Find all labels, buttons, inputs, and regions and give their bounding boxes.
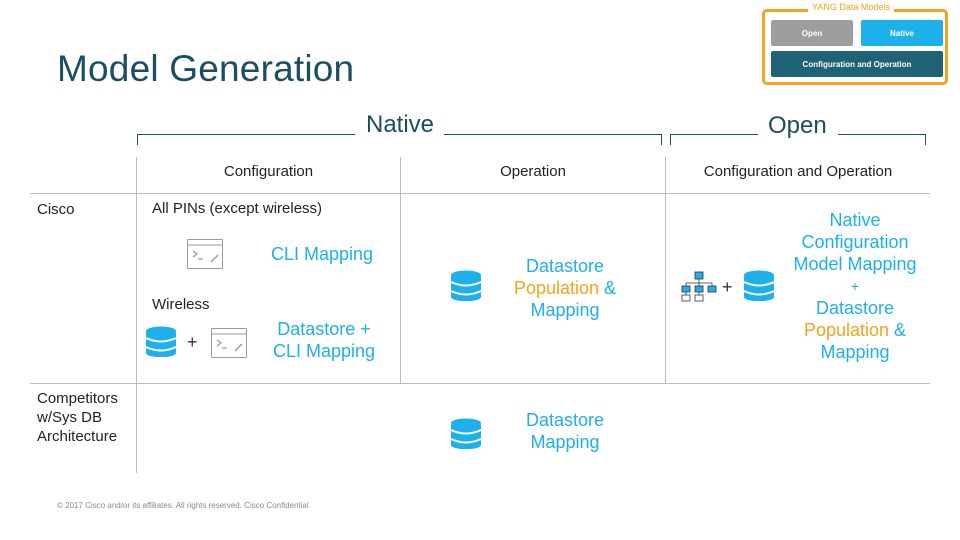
column-header-configuration: Configuration [223, 163, 314, 180]
database-icon [450, 418, 482, 449]
datastore-mapping-text: Datastore Mapping [525, 410, 605, 452]
cli-mapping-text: CLI Mapping [271, 244, 374, 264]
datastore-population-mapping-text: Datastore Population & Mapping [513, 256, 617, 320]
terminal-window-icon [187, 239, 223, 269]
plus-sign: + [187, 332, 198, 352]
native-config-model-mapping-text: Native Configuration Model Mapping + Dat… [793, 210, 917, 362]
legend-native-pill: Native [861, 20, 943, 46]
row-header-cisco: Cisco [37, 201, 75, 218]
column-header-config-and-operation: Configuration and Operation [703, 163, 893, 180]
row-header-competitors: Competitors w/Sys DB Architecture [37, 390, 118, 445]
footer-copyright: © 2017 Cisco and/or its affiliates. All … [57, 501, 309, 510]
open-bracket-label: Open [768, 112, 827, 139]
datastore-cli-mapping-text: Datastore + CLI Mapping [272, 319, 376, 361]
terminal-window-icon [211, 328, 247, 358]
all-pins-label: All PINs (except wireless) [152, 200, 323, 217]
database-icon [743, 270, 775, 301]
page-title: Model Generation [57, 48, 355, 89]
native-bracket-label: Native [366, 111, 435, 138]
database-icon [450, 270, 482, 301]
legend-open-pill: Open [771, 20, 853, 46]
yang-legend-label: YANG Data Models [808, 2, 894, 12]
wireless-label: Wireless [152, 296, 210, 313]
hierarchy-diagram-icon [681, 271, 717, 302]
database-icon [145, 326, 177, 357]
column-header-operation: Operation [500, 163, 566, 180]
legend-config-operation-pill: Configuration and Operation [771, 51, 943, 77]
plus-sign: + [722, 277, 733, 297]
